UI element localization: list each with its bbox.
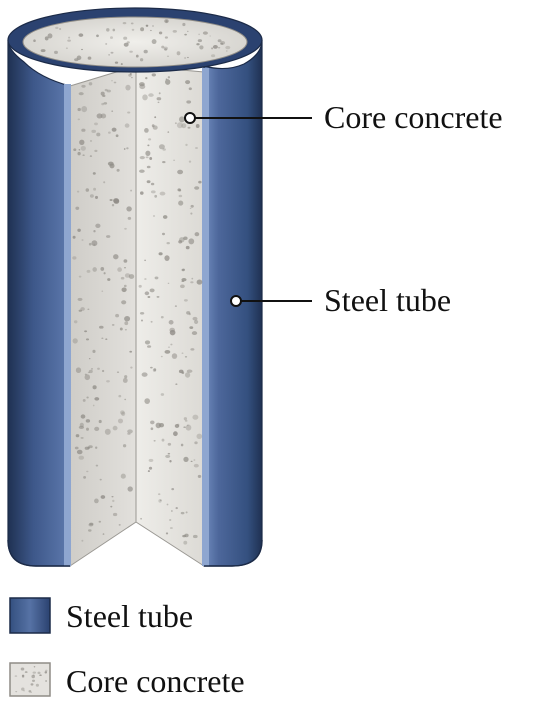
- callout-core-concrete: Core concrete: [184, 99, 503, 135]
- legend-item-steel: Steel tube: [9, 597, 193, 634]
- steel-tube-left-wall: [7, 39, 71, 567]
- steel-tube-bottom-edge-right: [204, 539, 263, 567]
- steel-tube-bottom-edge: [7, 539, 70, 567]
- legend-swatch-core-texture: [14, 666, 48, 693]
- callout-core-label: Core concrete: [324, 99, 503, 135]
- callout-steel-tube: Steel tube: [230, 282, 451, 318]
- callout-steel-label: Steel tube: [324, 282, 451, 318]
- legend-label-steel: Steel tube: [66, 598, 193, 634]
- steel-edge-right: [202, 68, 209, 566]
- steel-edge-left: [64, 84, 71, 566]
- callout-core-dot: [184, 112, 196, 124]
- core-concrete-top: [22, 16, 248, 68]
- legend-label-core: Core concrete: [66, 663, 245, 699]
- concrete-aggregate-texture: [33, 19, 231, 545]
- cylinder: [7, 7, 263, 567]
- legend: Steel tube Core concrete: [9, 597, 245, 699]
- legend-item-core: Core concrete: [9, 662, 245, 699]
- legend-swatch-core: [9, 662, 51, 697]
- callout-steel-dot: [230, 295, 242, 307]
- legend-swatch-steel: [9, 597, 51, 634]
- core-concrete-right-cut: [135, 65, 205, 567]
